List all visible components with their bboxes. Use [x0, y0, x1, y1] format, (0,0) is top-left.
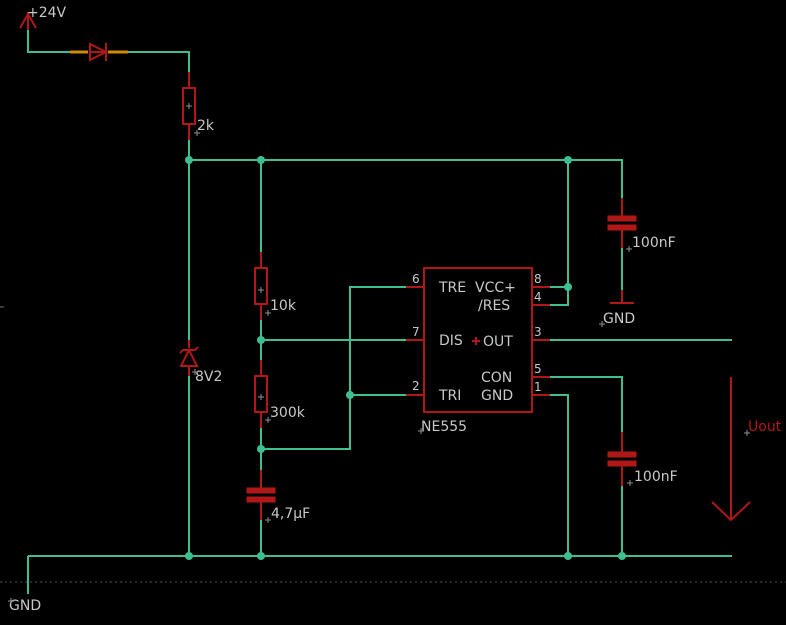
pin-4-number: 4 [534, 290, 542, 304]
uout-arrow[interactable] [711, 377, 751, 522]
pin-7-name: DIS [439, 333, 463, 349]
uout-label: Uout [748, 419, 782, 435]
wire-diode-r1 [128, 51, 190, 72]
wire-threshold [261, 286, 406, 450]
zener-label: 8V2 [195, 369, 222, 385]
pin-1-number: 1 [534, 380, 542, 394]
pin-6-name: TRE [438, 280, 466, 296]
junction [185, 552, 193, 560]
c-timing-label: 4,7µF [271, 506, 310, 522]
pin-6-number: 6 [412, 272, 420, 286]
junction [257, 552, 265, 560]
r2-label: 10k [270, 298, 297, 314]
c-supply-label: 100nF [632, 235, 676, 251]
c-con-label: 100nF [634, 469, 678, 485]
pin-3-number: 3 [534, 325, 542, 339]
gnd-label: GND [9, 598, 41, 614]
pin-2-number: 2 [412, 379, 420, 393]
wire-pin1-gnd [550, 394, 569, 556]
pin-2-name: TRI [438, 388, 461, 404]
gnd-symbol[interactable] [610, 290, 634, 304]
pin-5-number: 5 [534, 362, 542, 376]
wire-top-rail [188, 140, 623, 198]
r1-label: 2k [197, 118, 215, 134]
pin-4-name: /RES [478, 298, 510, 314]
junction [564, 283, 572, 291]
pin-7-number: 7 [412, 325, 420, 339]
junction [618, 552, 626, 560]
resistor-r2[interactable] [254, 252, 268, 320]
pin-8-number: 8 [534, 272, 542, 286]
gnd-symbol-label: GND [603, 311, 635, 327]
supply-label: +24V [27, 5, 67, 21]
pin-8-name: VCC+ [475, 280, 516, 296]
wire-supply [27, 30, 70, 53]
pin-1-name: GND [481, 388, 513, 404]
wire-vcc-res [550, 160, 569, 306]
pin-5-name: CON [481, 370, 512, 386]
capacitor-supply[interactable] [607, 198, 637, 248]
resistor-r3[interactable] [254, 360, 268, 428]
capacitor-timing[interactable] [246, 470, 276, 520]
r3-label: 300k [270, 405, 306, 421]
wire-con [550, 376, 623, 432]
resistor-r1[interactable] [182, 72, 196, 140]
supply-symbol[interactable] [19, 12, 37, 30]
junction [564, 552, 572, 560]
ic-name: NE555 [421, 419, 467, 435]
capacitor-con[interactable] [607, 432, 637, 486]
diode[interactable] [70, 42, 128, 62]
zener-diode[interactable] [179, 340, 199, 376]
pin-3-name: OUT [483, 334, 513, 350]
